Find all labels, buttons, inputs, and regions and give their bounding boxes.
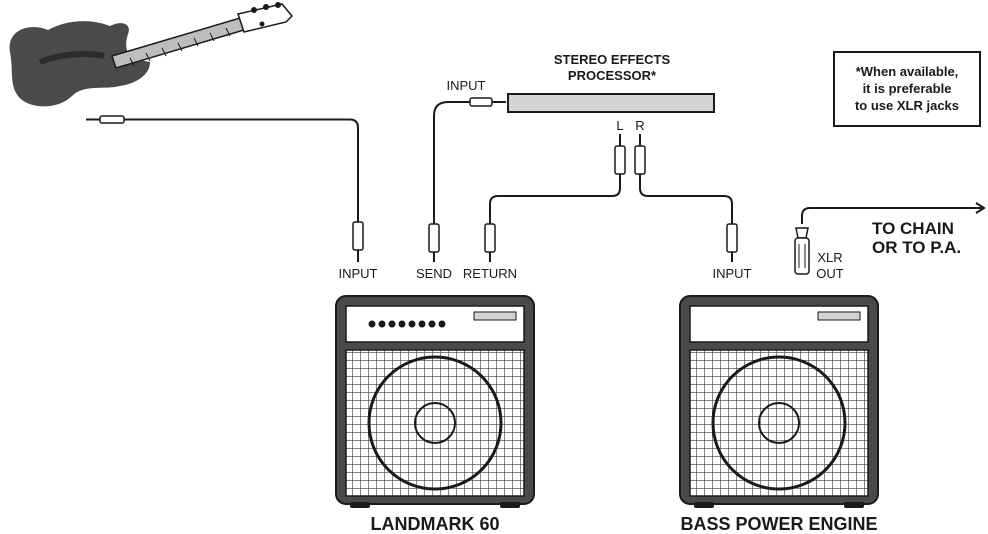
note-line1: *When available, (856, 64, 959, 79)
landmark-return-jack-label: RETURN (463, 266, 517, 281)
power-engine-logo-badge (817, 311, 861, 321)
effects-left-label: L (616, 118, 623, 133)
effects-input-label: INPUT (447, 78, 486, 93)
effects-title-line2: PROCESSOR* (568, 68, 657, 83)
destination-line2: OR TO P.A. (872, 238, 961, 257)
xlr-note-box: *When available, it is preferable to use… (833, 51, 981, 127)
power-engine-control-panel (689, 305, 869, 343)
power-engine-input-jack-label: INPUT (713, 266, 752, 281)
landmark-input-jack-label: INPUT (339, 266, 378, 281)
landmark-speaker-grille (345, 349, 525, 497)
note-line2: it is preferable (863, 81, 952, 96)
landmark-amp (335, 295, 535, 508)
note-line3: to use XLR jacks (855, 98, 959, 113)
effects-processor: STEREO EFFECTS PROCESSOR* INPUT L R (447, 52, 715, 133)
power-engine-speaker-cone (711, 355, 847, 491)
power-engine-speaker-grille (689, 349, 869, 497)
effects-unit-panel (507, 93, 715, 113)
return-cable (484, 134, 626, 262)
landmark-logo-badge (473, 311, 517, 321)
destination-line1: TO CHAIN (872, 219, 954, 238)
effects-title-line1: STEREO EFFECTS (554, 52, 671, 67)
send-cable (428, 97, 506, 262)
power-engine-amp-name: BASS POWER ENGINE (680, 514, 877, 534)
bass-guitar-icon (9, 2, 294, 107)
guitar-cable (86, 115, 364, 262)
effects-right-label: R (635, 118, 644, 133)
xlr-cable (794, 202, 986, 275)
landmark-speaker-cone (367, 355, 503, 491)
power-engine-speaker-dustcap (758, 402, 800, 444)
power-engine-input-cable (634, 134, 738, 262)
arrow-right-icon (975, 202, 986, 214)
landmark-speaker-dustcap (414, 402, 456, 444)
bass-power-engine-amp (679, 295, 879, 508)
xlr-jack-label-line2: OUT (816, 266, 844, 281)
landmark-amp-name: LANDMARK 60 (370, 514, 499, 534)
landmark-send-jack-label: SEND (416, 266, 452, 281)
landmark-knobs (368, 320, 446, 328)
xlr-jack-label-line1: XLR (817, 250, 842, 265)
